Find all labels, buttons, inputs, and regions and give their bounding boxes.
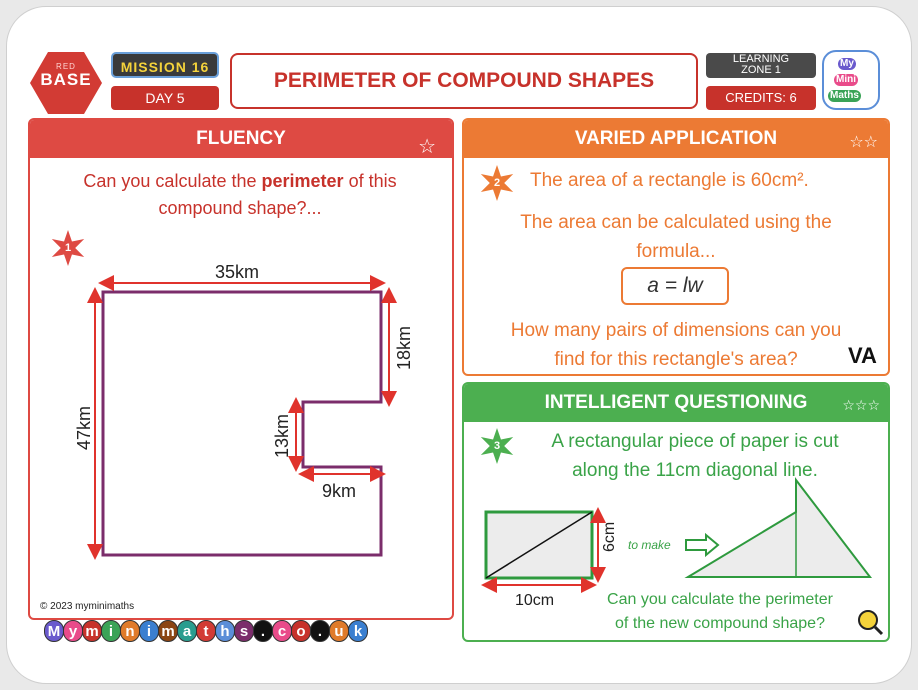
badge-main-text: BASE [40,70,92,89]
varied-question: How many pairs of dimensions can you fin… [466,316,886,374]
logo-word-1: My [838,58,856,70]
varied-line-2: The area can be calculated using the [520,212,832,233]
varied-line-3: formula... [636,241,716,262]
url-letter-tile: a [177,620,197,642]
fluency-header: FLUENCY ☆ [30,120,452,158]
intelligent-questioning-panel: INTELLIGENT QUESTIONING ☆☆☆ [462,382,890,642]
label-9km: 9km [322,481,357,501]
compound-shape [101,290,383,557]
iq-question: Can you calculate the perimeter of the n… [560,588,880,636]
rect-width-label: 10cm [515,592,555,609]
zone-line-1: LEARNING [732,53,790,65]
learning-zone-label: LEARNING ZONE 1 [706,53,816,78]
url-letter-tile: u [329,620,349,642]
mission-label: MISSION 16 [111,52,219,78]
myminimaths-logo: My Mini Maths [822,50,880,110]
url-letter-tile: h [215,620,235,642]
page-title: PERIMETER OF COMPOUND SHAPES [230,53,698,109]
zone-line-2: ZONE 1 [741,64,781,76]
va-mark: VA [848,343,877,368]
iq-header: INTELLIGENT QUESTIONING ☆☆☆ [464,384,888,422]
badge-top-text: RED [56,62,76,71]
fluency-panel: FLUENCY ☆ [28,118,454,620]
fluency-question-pre: Can you calculate the [83,171,262,191]
three-stars-icon: ☆☆☆ [842,397,880,413]
url-letter-tile: i [101,620,121,642]
url-letter-tile: n [120,620,140,642]
url-letter-tile: m [82,620,102,642]
fluency-question: Can you calculate the perimeter of this … [40,168,440,222]
new-compound-triangle [684,477,873,578]
diagonal-cut-line [485,511,593,579]
varied-heading: VARIED APPLICATION [574,128,778,149]
url-letter-tile: . [253,620,273,642]
fluency-question-line2: compound shape?... [158,198,322,218]
url-letter-tile: M [44,620,64,642]
formula-box: a = lw [621,267,729,305]
url-letter-tile: s [234,620,254,642]
iq-line-2: along the 11cm diagonal line. [572,460,818,481]
credits-label: CREDITS: 6 [706,86,816,110]
copyright-text: © 2023 myminimaths [40,601,135,612]
to-make-label: to make [628,538,671,552]
iq-line-1: A rectangular piece of paper is cut [551,431,839,452]
varied-text-block: The area can be calculated using the for… [466,208,886,266]
day-label: DAY 5 [111,86,219,110]
url-letter-tile: y [63,620,83,642]
logo-word-2: Mini [834,74,858,86]
iq-text-block: A rectangular piece of paper is cut alon… [510,427,880,485]
fluency-question-post: of this [343,171,397,191]
logo-word-3: Maths [828,90,861,102]
one-star-icon: ☆ [418,136,436,158]
to-make-arrow-icon [685,532,720,558]
url-letter-tile: o [291,620,311,642]
varied-application-panel: VARIED APPLICATION ☆☆ [462,118,890,376]
varied-line-1: The area of a rectangle is 60cm². [530,170,809,191]
magnifier-icon [858,610,884,636]
iq-question-line-2: of the new compound shape? [615,615,825,632]
url-letter-tile: t [196,620,216,642]
iq-question-line-1: Can you calculate the perimeter [607,591,833,608]
varied-line-5: find for this rectangle's area? [554,349,798,370]
url-letter-tile: c [272,620,292,642]
url-letter-tile: m [158,620,178,642]
url-letter-tile: k [348,620,368,642]
fluency-heading: FLUENCY [196,128,286,149]
fluency-question-bold: perimeter [261,171,344,191]
iq-heading: INTELLIGENT QUESTIONING [544,392,808,413]
two-stars-icon: ☆☆ [849,134,878,151]
url-letter-tile: i [139,620,159,642]
varied-header: VARIED APPLICATION ☆☆ [464,120,888,158]
varied-line-4: How many pairs of dimensions can you [510,320,842,341]
url-letter-tile: . [310,620,330,642]
